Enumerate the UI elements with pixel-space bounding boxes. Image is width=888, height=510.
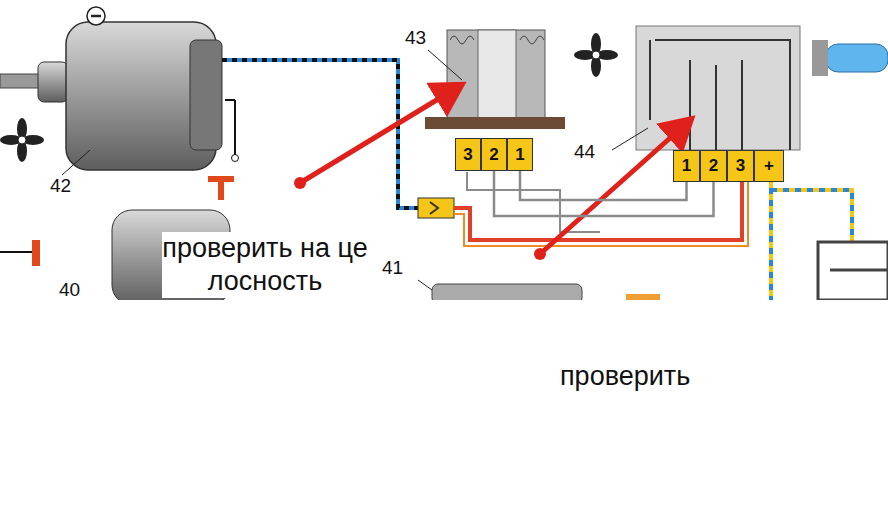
- pin-number: 3: [463, 145, 472, 165]
- pin-number: 2: [709, 156, 718, 176]
- callout-number: 40: [57, 280, 82, 301]
- callout-number: 44: [572, 142, 597, 163]
- note-text: проверить на целосность: [162, 232, 368, 298]
- callout-number: 43: [403, 28, 428, 49]
- connector-pin: 2: [700, 150, 727, 182]
- callout-number: 41: [380, 258, 405, 279]
- pin-number: +: [764, 156, 774, 176]
- note-text: проверить: [560, 360, 690, 393]
- pin-number: 2: [489, 145, 498, 165]
- connector-pin: 3: [455, 138, 481, 171]
- connector-pin: 1: [507, 138, 533, 171]
- connector-pin: 2: [481, 138, 507, 171]
- pin-number: 1: [682, 156, 691, 176]
- connector-pin: 3: [727, 150, 754, 182]
- pin-number: 1: [515, 145, 524, 165]
- connector-pin: 1: [673, 150, 700, 182]
- signal-wire: [520, 171, 687, 200]
- callout-number: 42: [48, 176, 73, 197]
- connector-pin: +: [754, 150, 784, 182]
- pin-number: 3: [736, 156, 745, 176]
